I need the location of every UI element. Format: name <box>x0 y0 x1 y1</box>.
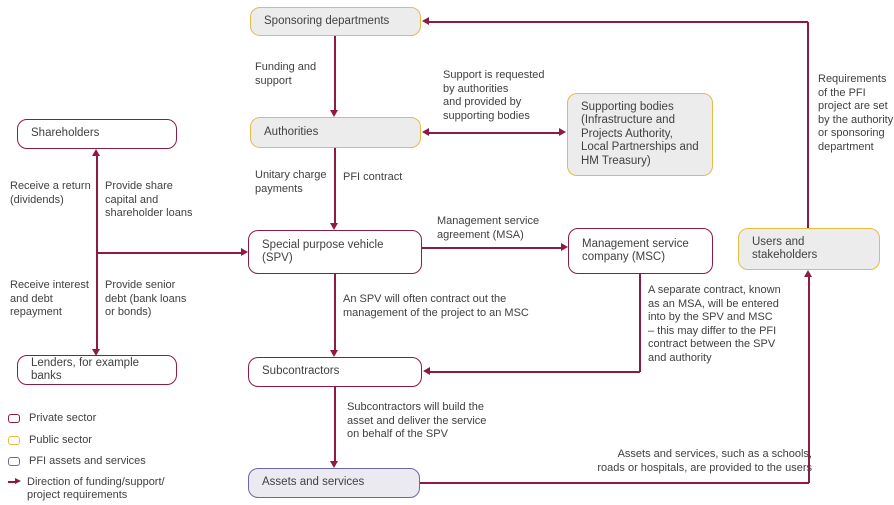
msc-box: Management service company (MSC) <box>568 228 713 274</box>
users-stakeholders-box: Users and stakeholders <box>738 228 880 270</box>
authorities-label: Authorities <box>264 125 319 138</box>
arrow-down-into-authorities <box>330 110 338 117</box>
legend-label-public-sector: Public sector <box>29 434 92 446</box>
note-receive-return: Receive a return (dividends) <box>10 180 91 206</box>
legend-label-private-sector: Private sector <box>29 412 97 424</box>
note-pfi-contract: PFI contract <box>343 171 403 183</box>
supporting-bodies-label: Supporting bodies (Infrastructure and Pr… <box>581 100 699 167</box>
sponsoring-departments-box: Sponsoring departments <box>250 7 421 36</box>
lenders-box: Lenders, for example banks <box>17 355 177 385</box>
connector-spv-subcontractors-line <box>334 274 336 350</box>
note-provide-senior-debt: Provide senior debt (bank loans or bonds… <box>105 279 187 318</box>
connector-msc-down-line <box>639 274 641 372</box>
arrow-up-into-shareholders <box>92 149 100 156</box>
connector-assets-users-vline <box>808 277 810 483</box>
arrow-down-into-assets <box>330 461 338 468</box>
subcontractors-label: Subcontractors <box>262 365 340 378</box>
spv-label: Special purpose vehicle (SPV) <box>262 238 384 265</box>
authorities-box: Authorities <box>250 117 421 148</box>
legend-label-pfi-assets: PFI assets and services <box>29 455 146 467</box>
legend-item-pfi-assets: PFI assets and services <box>8 455 146 468</box>
arrow-right-into-msc <box>561 243 568 251</box>
subcontractors-box: Subcontractors <box>248 357 422 387</box>
note-msa-agreement: Management service agreement (MSA) <box>437 215 540 241</box>
connector-assets-users-hline <box>420 482 809 484</box>
connector-msc-subcontractors-line <box>430 371 640 373</box>
connector-shareholders-lenders-line <box>96 155 98 350</box>
direction-arrow-head <box>15 478 21 484</box>
legend-item-private-sector: Private sector <box>8 412 96 425</box>
legend-label-direction: Direction of funding/support/ project re… <box>27 476 165 501</box>
direction-arrow-stem <box>8 481 16 483</box>
supporting-bodies-box: Supporting bodies (Infrastructure and Pr… <box>567 93 713 176</box>
arrow-left-into-authorities <box>422 128 429 136</box>
note-separate-contract: A separate contract, known as an MSA, wi… <box>648 284 781 364</box>
note-support-requested: Support is requested by authorities and … <box>443 69 545 122</box>
note-funding-support: Funding and support <box>255 61 317 87</box>
pfi-assets-swatch-icon <box>8 457 20 466</box>
legend-item-direction: Direction of funding/support/ project re… <box>8 476 165 501</box>
public-sector-swatch-icon <box>8 436 20 445</box>
private-sector-swatch-icon <box>8 414 20 423</box>
connector-authorities-spv-line <box>334 148 336 224</box>
direction-arrow-icon <box>8 476 22 487</box>
note-receive-interest: Receive interest and debt repayment <box>10 279 89 318</box>
sponsoring-departments-label: Sponsoring departments <box>264 14 390 27</box>
assets-services-box: Assets and services <box>248 468 420 498</box>
note-provide-share-capital: Provide share capital and shareholder lo… <box>105 180 193 219</box>
lenders-label: Lenders, for example banks <box>31 356 140 383</box>
assets-services-label: Assets and services <box>262 476 365 489</box>
users-stakeholders-label: Users and stakeholders <box>752 235 818 262</box>
arrow-down-into-lenders <box>92 349 100 356</box>
connector-subcontractors-assets-line <box>334 387 336 461</box>
arrow-left-into-sponsoring <box>422 17 429 25</box>
arrow-right-into-spv <box>241 248 248 256</box>
note-assets-provided: Assets and services, such as a schools, … <box>597 448 812 474</box>
connector-spv-msc-line <box>422 247 561 249</box>
connector-users-sponsoring-hline <box>429 21 808 23</box>
shareholders-box: Shareholders <box>17 119 177 149</box>
arrow-down-into-subcontractors <box>330 350 338 357</box>
connector-authorities-supporting-line <box>429 132 559 134</box>
note-subcontractors-build: Subcontractors will build the asset and … <box>347 401 487 440</box>
connector-users-sponsoring-vline <box>807 22 809 228</box>
connector-sponsoring-authorities-line <box>334 36 336 111</box>
note-spv-contract-out: An SPV will often contract out the manag… <box>343 293 529 319</box>
arrow-left-into-subcontractors <box>423 367 430 375</box>
arrow-up-into-users <box>804 270 812 277</box>
shareholders-label: Shareholders <box>31 127 100 140</box>
legend-item-public-sector: Public sector <box>8 434 92 447</box>
arrow-down-into-spv <box>330 223 338 230</box>
connector-investors-spv-line <box>97 252 241 254</box>
note-pfi-requirements: Requirements of the PFI project are set … <box>818 73 894 153</box>
spv-box: Special purpose vehicle (SPV) <box>248 230 422 274</box>
arrow-right-into-supporting-bodies <box>559 128 566 136</box>
note-unitary-charge: Unitary charge payments <box>255 169 327 195</box>
msc-label: Management service company (MSC) <box>582 237 689 264</box>
